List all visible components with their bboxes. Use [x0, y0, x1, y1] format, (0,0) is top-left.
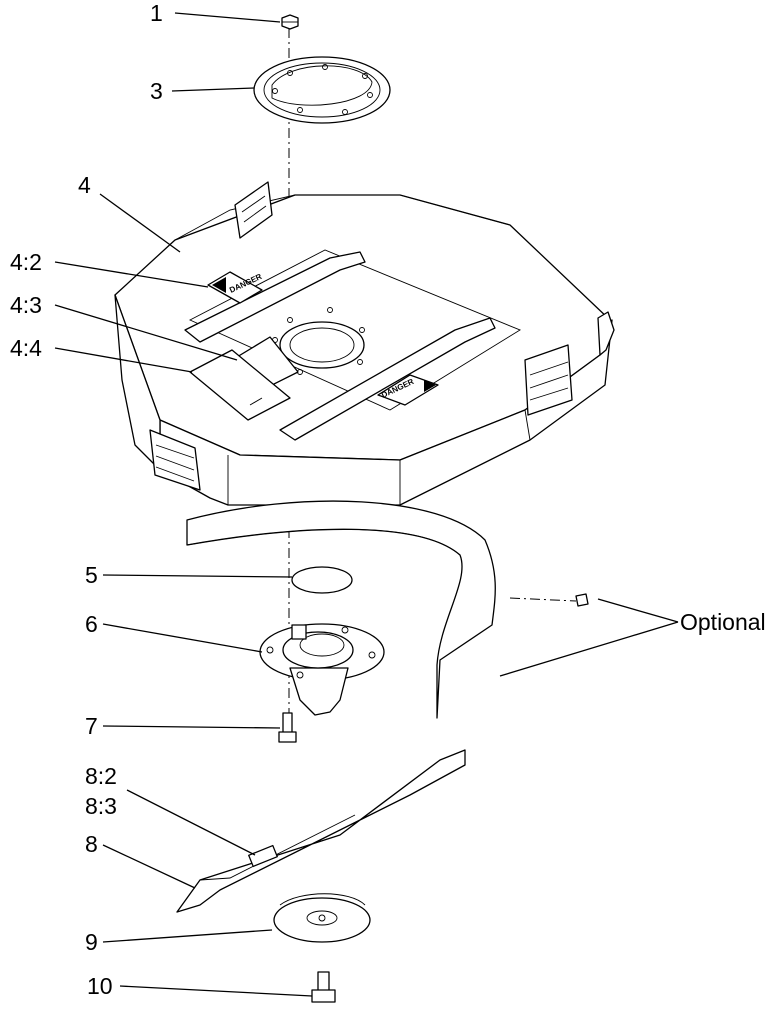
- callout-4-4: 4:4: [10, 335, 42, 361]
- danger-decal-rear: DANGER: [207, 271, 263, 304]
- callout-4-3: 4:3: [10, 292, 42, 318]
- leader-5: [102, 574, 293, 578]
- callout-7: 7: [85, 713, 98, 739]
- callout-4: 4: [78, 172, 91, 198]
- part-deck-housing: [114, 181, 615, 506]
- leader-4-3: [54, 304, 238, 361]
- callout-10: 10: [87, 973, 113, 999]
- callout-optional: Optional: [680, 609, 766, 635]
- leader-7: [102, 725, 281, 729]
- part-flange-plate: [253, 56, 391, 124]
- callout-8-2: 8:2: [85, 763, 117, 789]
- leader-10: [119, 985, 313, 997]
- leader-8: [102, 844, 196, 889]
- callout-1: 1: [150, 0, 163, 26]
- callout-8-3: 8:3: [85, 793, 117, 819]
- leader-4-2: [54, 261, 209, 288]
- part-blade-bolt: [311, 971, 336, 1003]
- leader-3: [171, 87, 255, 92]
- leader-9: [102, 929, 273, 943]
- part-baffle-optional: [186, 500, 496, 719]
- decal-4-4: [189, 349, 291, 421]
- part-blade: [176, 749, 466, 913]
- callout-8: 8: [85, 831, 98, 857]
- callout-5: 5: [85, 562, 98, 588]
- part-blade-cup: [273, 893, 371, 943]
- callout-9: 9: [85, 929, 98, 955]
- leader-optional-a: [597, 598, 679, 623]
- callout-4-2: 4:2: [10, 249, 42, 275]
- leader-4: [99, 193, 181, 253]
- part-optional-fastener: [509, 593, 589, 607]
- part-nut: [281, 14, 299, 30]
- part-spindle-housing: [259, 623, 385, 716]
- danger-decal-front: DANGER: [377, 374, 439, 406]
- callout-6: 6: [85, 611, 98, 637]
- part-bolt: [278, 712, 297, 743]
- leader-optional-b: [499, 621, 679, 677]
- callout-3: 3: [150, 78, 163, 104]
- leader-8-2: [126, 789, 256, 856]
- leader-4-4: [54, 347, 193, 373]
- leader-6: [102, 623, 263, 653]
- part-o-ring: [291, 566, 353, 594]
- leader-1: [174, 12, 281, 23]
